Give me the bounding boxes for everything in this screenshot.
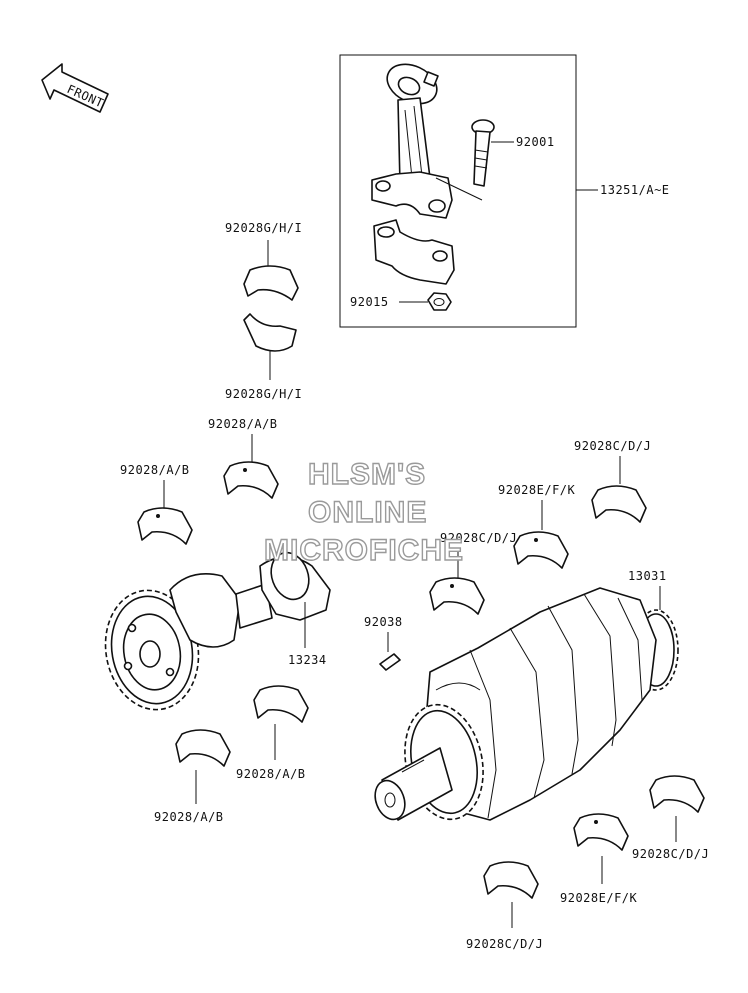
bearing-shell [175, 729, 231, 767]
conrod-assembly-frame [339, 54, 577, 328]
bearing-shell [429, 577, 485, 615]
label-92028ab-2: 92028/A/B [120, 463, 190, 477]
label-92028efk-2: 92028E/F/K [560, 891, 638, 905]
label-92028cdj-4: 92028C/D/J [466, 937, 543, 951]
front-arrow-icon: FRONT [41, 63, 109, 113]
label-13251: 13251/A~E [600, 183, 670, 197]
watermark-line-2: ONLINE [308, 496, 427, 529]
conrod-bolt [435, 119, 514, 201]
bearing-shell [137, 507, 193, 545]
label-13031: 13031 [628, 569, 667, 583]
watermark-line-1: HLSM'S [308, 458, 426, 491]
conrod-cap [373, 219, 455, 285]
label-92028ghi-top: 92028G/H/I [225, 221, 302, 235]
bearing-shell [243, 265, 299, 301]
label-92038: 92038 [364, 615, 403, 629]
bearing-shell [253, 685, 309, 723]
watermark-line-3: MICROFICHE [264, 534, 464, 567]
bearing-shell [223, 461, 279, 499]
label-92015: 92015 [350, 295, 389, 309]
bearing-shell [483, 861, 539, 899]
bearing-shell [513, 531, 569, 569]
label-92001: 92001 [516, 135, 555, 149]
label-92028cdj-1: 92028C/D/J [574, 439, 651, 453]
balancer-shaft [104, 551, 331, 711]
connecting-rod [371, 63, 453, 219]
bearing-shell [243, 313, 297, 352]
bearing-shell [649, 775, 705, 813]
bearing-shell [591, 485, 647, 523]
woodruff-key [379, 653, 401, 671]
label-92028ab-3: 92028/A/B [236, 767, 306, 781]
bearing-shell [573, 813, 629, 851]
label-92028ghi-bot: 92028G/H/I [225, 387, 302, 401]
label-92028ab-1: 92028/A/B [208, 417, 278, 431]
crankshaft [374, 587, 679, 821]
conrod-nut [399, 292, 452, 311]
label-92028ab-4: 92028/A/B [154, 810, 224, 824]
label-92028cdj-2: 92028C/D/J [440, 531, 517, 545]
label-92028efk-1: 92028E/F/K [498, 483, 576, 497]
label-92028cdj-3: 92028C/D/J [632, 847, 709, 861]
watermark: HLSM'S ONLINE MICROFICHE [263, 457, 464, 567]
label-13234: 13234 [288, 653, 327, 667]
